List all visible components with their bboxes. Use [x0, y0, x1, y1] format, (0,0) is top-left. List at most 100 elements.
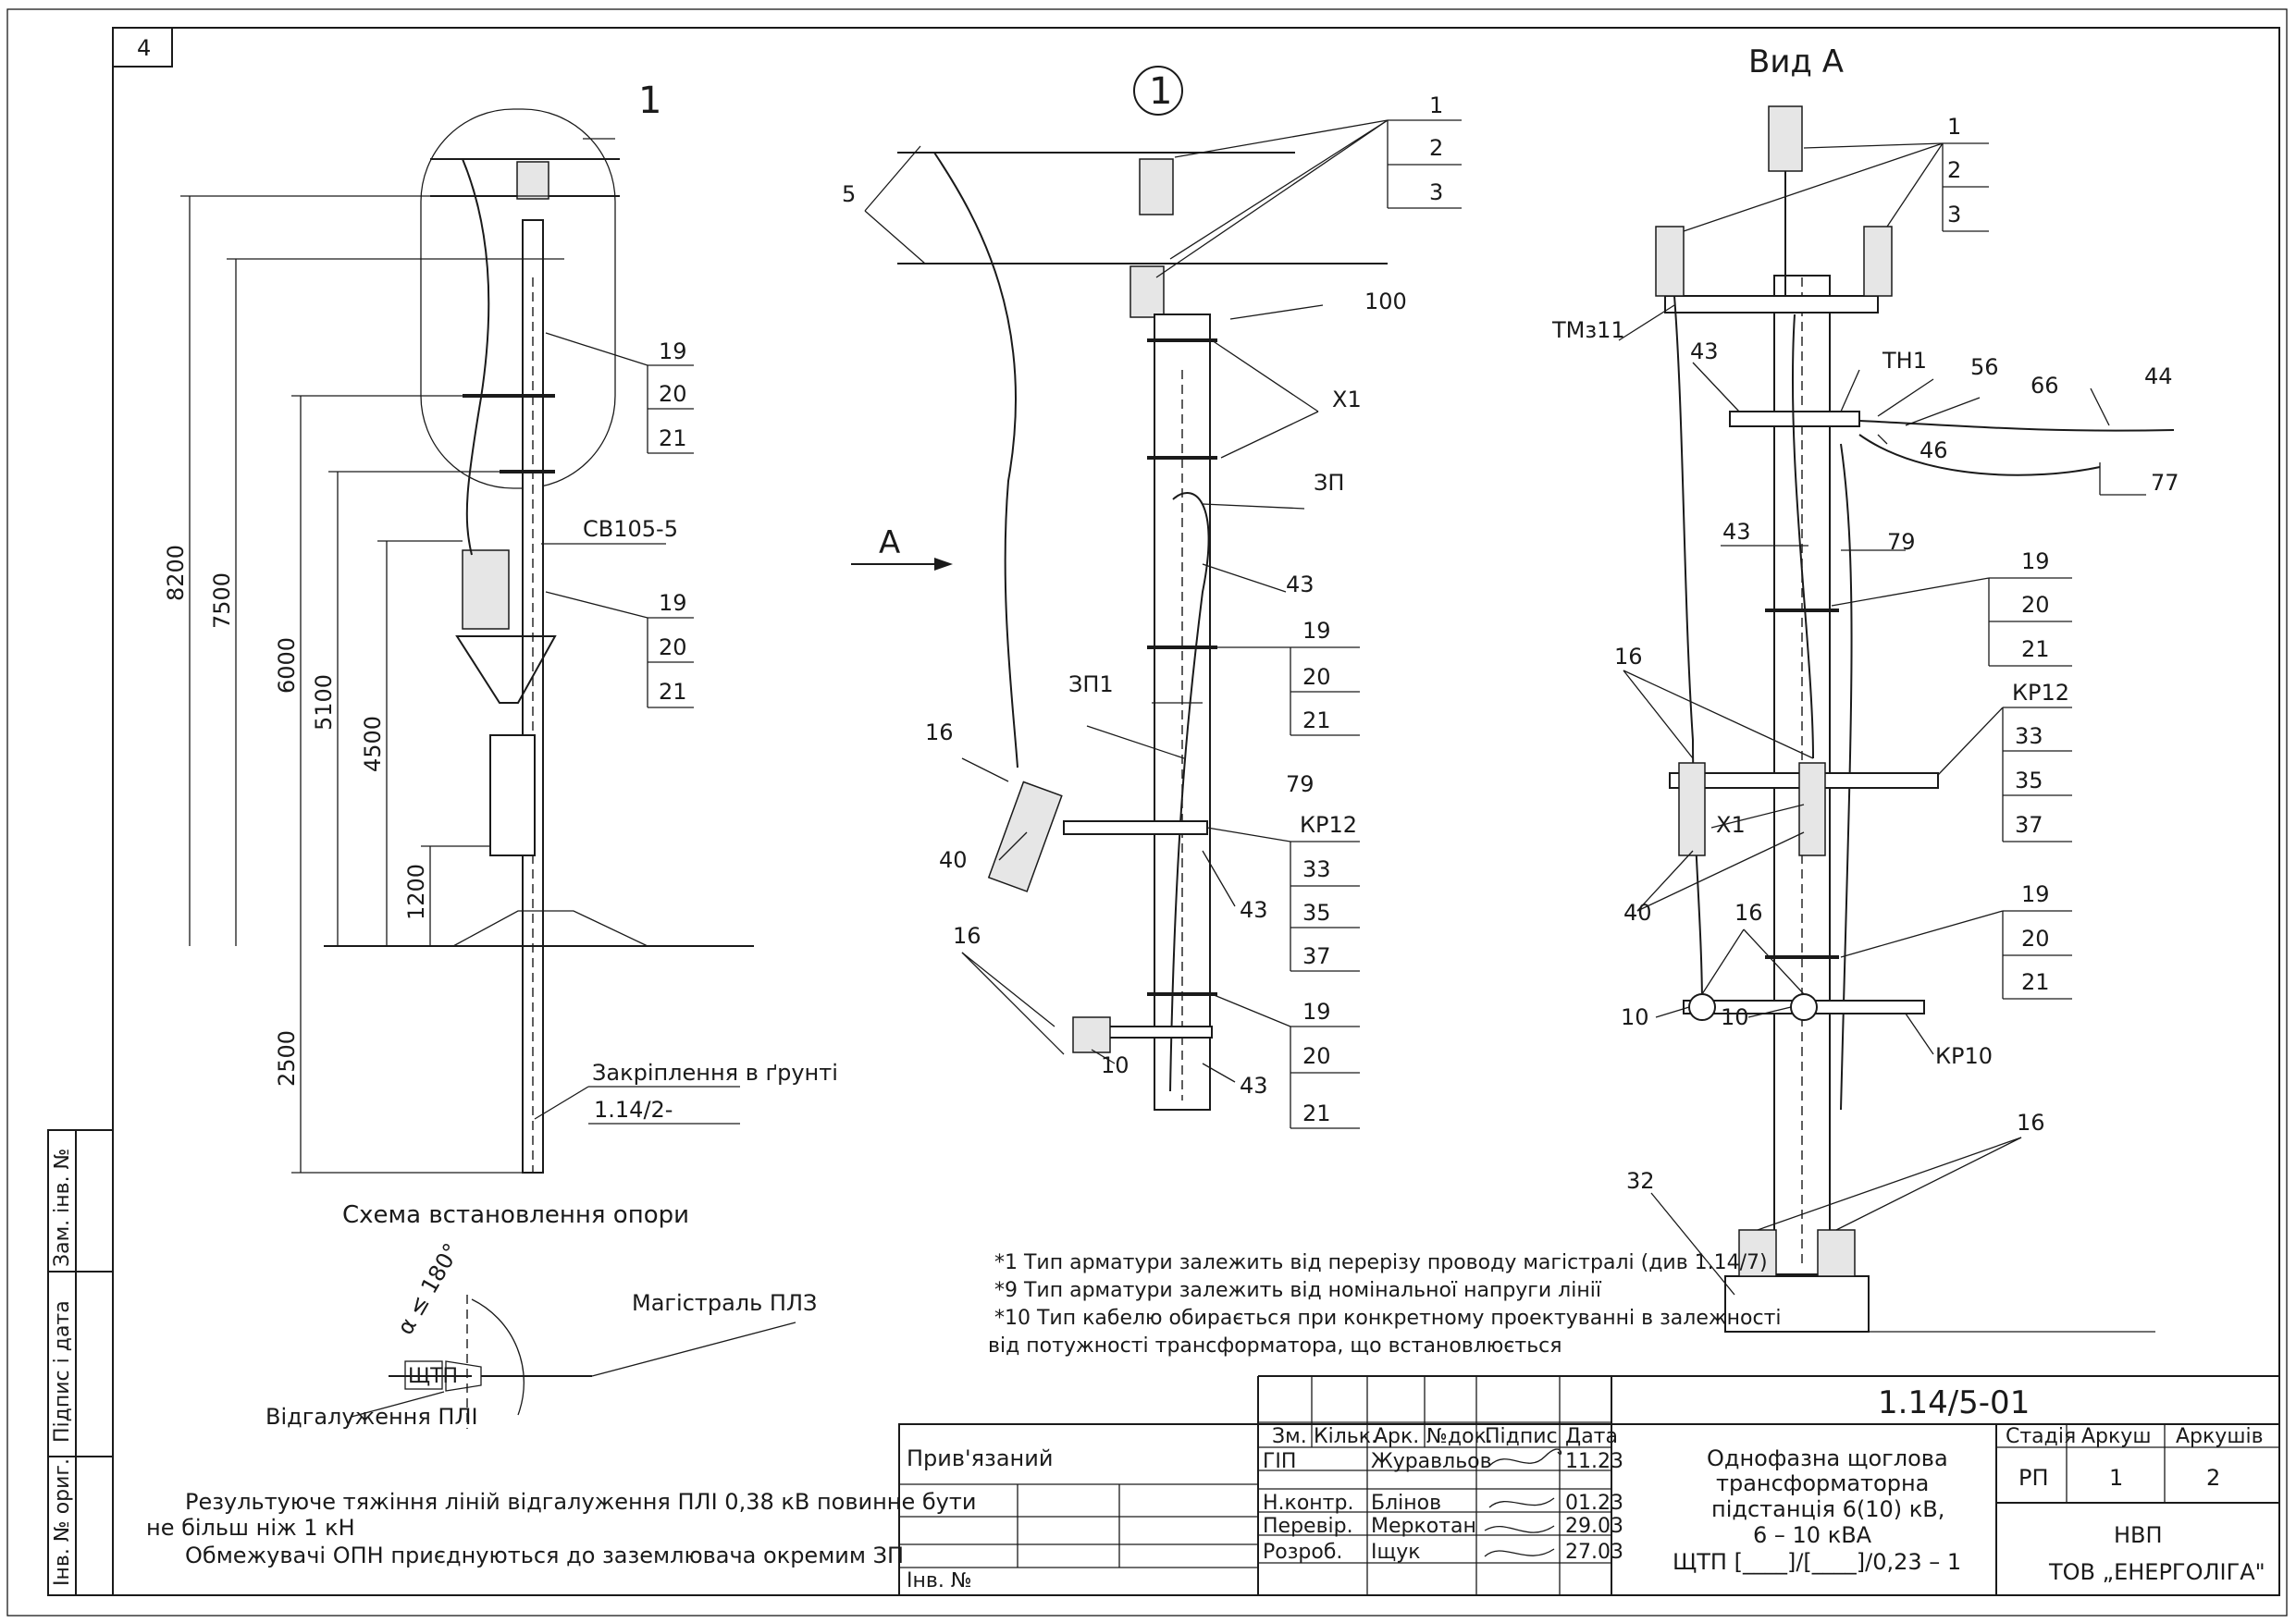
ground-fix-label: Закріплення в ґрунті: [592, 1060, 838, 1086]
row-role-3: Перевір.: [1263, 1515, 1353, 1538]
va-callout-16-b: 16: [1734, 900, 1763, 926]
left-strip: Зам. інв. № Підпис і дата Інв. № ориг.: [47, 1129, 114, 1596]
title-line-5: ЩТП [____]/[____]/0,23 – 1: [1673, 1549, 1961, 1575]
side-callout-21-b: 21: [659, 679, 687, 705]
doc-code: 1.14/5-01: [1878, 1384, 2030, 1421]
dim-7500: 7500: [209, 572, 235, 629]
va-callout-56: 56: [1970, 354, 1999, 380]
side-view: 1 8200 7500 60: [163, 80, 838, 1229]
va-callout-1: 1: [1947, 114, 1961, 140]
hdr-doc: №док.: [1426, 1425, 1493, 1448]
va-callout-21-a: 21: [2021, 636, 2050, 662]
va-callout-19-a: 19: [2021, 548, 2050, 574]
hdr-ark: Арк.: [1374, 1425, 1419, 1448]
va-label-x1: Х1: [1716, 812, 1746, 838]
va-callout-40: 40: [1623, 900, 1652, 926]
detail-arrow-label: А: [879, 524, 900, 561]
va-callout-16-c: 16: [2017, 1110, 2045, 1136]
detail-callout-3: 3: [1429, 179, 1443, 205]
row-name-1: Журавльов: [1371, 1450, 1492, 1473]
view-a-title: Вид А: [1748, 43, 1844, 80]
sheets-value: 2: [2206, 1465, 2220, 1491]
org-line-2: ТОВ „ЕНЕРГОЛІГА": [2048, 1559, 2265, 1585]
va-callout-77: 77: [2151, 470, 2179, 496]
detail-view: 1: [842, 66, 1462, 1129]
bottom-note-3: Обмежувачі ОПН приєднуються до заземлюва…: [185, 1543, 904, 1568]
side-callout-21-a: 21: [659, 425, 687, 451]
side-callout-20-b: 20: [659, 634, 687, 660]
title-line-1: Однофазна щоглова: [1707, 1445, 1948, 1471]
title-line-2: трансформаторна: [1716, 1470, 1929, 1496]
dim-5100: 5100: [311, 674, 337, 731]
side-callout-19-a: 19: [659, 338, 687, 364]
detail-callout-21-a: 21: [1302, 707, 1331, 733]
title-line-4: 6 – 10 кВА: [1753, 1522, 1872, 1548]
detail-callout-10: 10: [1101, 1052, 1129, 1078]
va-callout-2: 2: [1947, 157, 1961, 183]
row-date-3: 29.03: [1565, 1515, 1623, 1538]
org-line-1: НВП: [2114, 1522, 2163, 1548]
va-callout-79: 79: [1887, 529, 1916, 555]
sheet-hdr: Аркуш: [2081, 1425, 2151, 1448]
detail-callout-43-a: 43: [1286, 572, 1315, 597]
detail-label-zp1: ЗП1: [1068, 671, 1114, 697]
side-label-cb105: СВ105-5: [583, 516, 678, 542]
detail-callout-16-a: 16: [925, 719, 954, 745]
sheet-frame: [6, 8, 2288, 1617]
row-role-1: ГІП: [1263, 1450, 1296, 1473]
bottom-notes: Результуюче тяжіння ліній відгалуження П…: [146, 1489, 976, 1568]
va-callout-10-b: 10: [1721, 1004, 1749, 1030]
side-view-caption: Схема встановлення опори: [342, 1201, 689, 1229]
va-callout-44: 44: [2144, 363, 2173, 389]
detail-callout-16-b: 16: [953, 923, 981, 949]
va-label-kr10: КР10: [1935, 1043, 1993, 1069]
va-callout-21-b: 21: [2021, 969, 2050, 995]
va-callout-46: 46: [1920, 437, 1948, 463]
detail-circle-label: 1: [1149, 70, 1172, 113]
detail-callout-21-b: 21: [1302, 1100, 1331, 1126]
note-3: *10 Тип кабелю обирається при конкретном…: [994, 1307, 1782, 1330]
va-callout-16-a: 16: [1614, 644, 1643, 670]
hdr-data: Дата: [1565, 1425, 1618, 1448]
va-callout-33: 33: [2015, 723, 2043, 749]
box-label: ЩТП: [408, 1365, 458, 1388]
dim-1200: 1200: [403, 864, 429, 920]
dim-4500: 4500: [360, 716, 386, 772]
attached-label: Прив'язаний: [907, 1445, 1053, 1471]
detail-callout-5: 5: [842, 181, 856, 207]
stage-hdr: Стадія: [2006, 1425, 2076, 1448]
title-block: Прив'язаний Інв. № 1.14/5-01 Зм. Кільк. …: [898, 1375, 2280, 1596]
row-name-3: Меркотан: [1371, 1515, 1476, 1538]
va-callout-35: 35: [2015, 768, 2043, 793]
detail-label-zp: ЗП: [1314, 470, 1344, 496]
detail-callout-37: 37: [1302, 943, 1331, 969]
detail-callout-35: 35: [1302, 900, 1331, 926]
detail-label-x1: Х1: [1332, 387, 1362, 412]
detail-callout-19-a: 19: [1302, 618, 1331, 644]
detail-callout-100: 100: [1364, 289, 1407, 314]
title-line-3: підстанція 6(10) кВ,: [1711, 1496, 1944, 1522]
va-callout-19-b: 19: [2021, 881, 2050, 907]
row-date-2: 01.23: [1565, 1492, 1623, 1515]
dim-6000: 6000: [274, 637, 300, 694]
stage-value: РП: [2018, 1465, 2049, 1491]
strip-inv-orig: Інв. № ориг.: [51, 1458, 74, 1586]
va-label-kr12: КР12: [2012, 680, 2069, 706]
va-callout-43-a: 43: [1690, 338, 1719, 364]
strip-zam-inv: Зам. інв. №: [51, 1149, 74, 1268]
notes: *1 Тип арматури залежить від перерізу пр…: [988, 1251, 1782, 1358]
detail-callout-33: 33: [1302, 856, 1331, 882]
bottom-note-1: Результуюче тяжіння ліній відгалуження П…: [185, 1489, 976, 1515]
sheet-corner-number: 4: [137, 35, 151, 61]
sheets-hdr: Аркушів: [2176, 1425, 2264, 1448]
hdr-zm: Зм.: [1272, 1425, 1307, 1448]
row-role-4: Розроб.: [1263, 1541, 1342, 1564]
detail-callout-1: 1: [1429, 92, 1443, 118]
row-name-2: Блінов: [1371, 1492, 1441, 1515]
bottom-note-2: не більш ніж 1 кН: [146, 1515, 355, 1541]
row-role-2: Н.контр.: [1263, 1492, 1353, 1515]
signatures: [1484, 1448, 1562, 1557]
dim-2500: 2500: [274, 1030, 300, 1087]
va-callout-20-b: 20: [2021, 926, 2050, 952]
